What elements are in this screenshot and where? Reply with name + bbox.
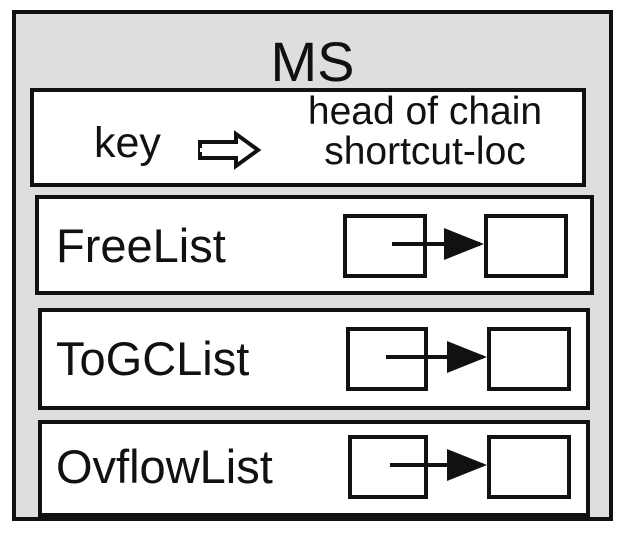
key-label: key [94,119,161,167]
ovflowlist-label: OvflowList [56,440,273,493]
key-value-line-1: head of chain [307,90,543,133]
freelist-label: FreeList [56,219,226,272]
ms-title: MS [270,30,355,93]
key-mapping-box [30,88,586,187]
togclist-label: ToGCList [56,332,250,385]
key-value-label: head of chain shortcut-loc [264,92,586,172]
freelist-box [35,195,594,295]
key-value-line-2: shortcut-loc [324,130,526,173]
